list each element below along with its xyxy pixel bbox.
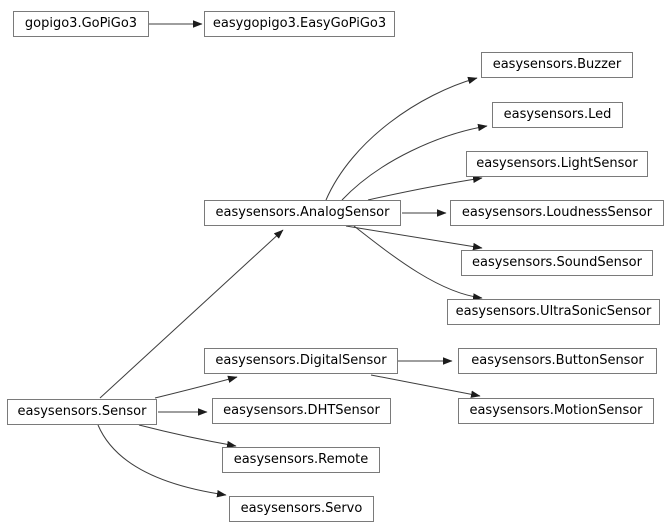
- edge-analogsensor-ultrasonicsensor: [353, 225, 483, 301]
- edge-sensor-servo: [97, 424, 227, 498]
- edge-sensor-remote: [138, 424, 237, 449]
- edge-sensor-analogsensor: [99, 229, 284, 399]
- node-buttonsensor: easysensors.ButtonSensor: [458, 348, 657, 374]
- node-dhtsensor: easysensors.DHTSensor: [212, 398, 391, 424]
- node-soundsensor: easysensors.SoundSensor: [461, 250, 653, 276]
- edge-analogsensor-soundsensor: [345, 225, 483, 251]
- edge-analogsensor-buzzer: [325, 76, 478, 201]
- node-sensor: easysensors.Sensor: [7, 399, 157, 425]
- edge-digitalsensor-motionsensor: [370, 374, 481, 398]
- node-ultrasonicsensor: easysensors.UltraSonicSensor: [447, 299, 660, 325]
- node-motionsensor: easysensors.MotionSensor: [458, 398, 654, 424]
- node-servo: easysensors.Servo: [229, 496, 374, 522]
- node-buzzer: easysensors.Buzzer: [481, 52, 633, 78]
- edge-sensor-digitalsensor: [154, 375, 238, 399]
- node-led: easysensors.Led: [492, 102, 623, 128]
- node-remote: easysensors.Remote: [222, 447, 380, 473]
- node-lightsensor: easysensors.LightSensor: [466, 151, 648, 177]
- node-easygopigo3: easygopigo3.EasyGoPiGo3: [204, 11, 395, 37]
- edge-analogsensor-led: [341, 123, 488, 201]
- edge-analogsensor-lightsensor: [367, 175, 483, 201]
- node-analogsensor: easysensors.AnalogSensor: [204, 200, 401, 226]
- node-digitalsensor: easysensors.DigitalSensor: [204, 348, 398, 374]
- node-gopigo3: gopigo3.GoPiGo3: [13, 11, 149, 37]
- node-loudnesssensor: easysensors.LoudnessSensor: [450, 200, 664, 226]
